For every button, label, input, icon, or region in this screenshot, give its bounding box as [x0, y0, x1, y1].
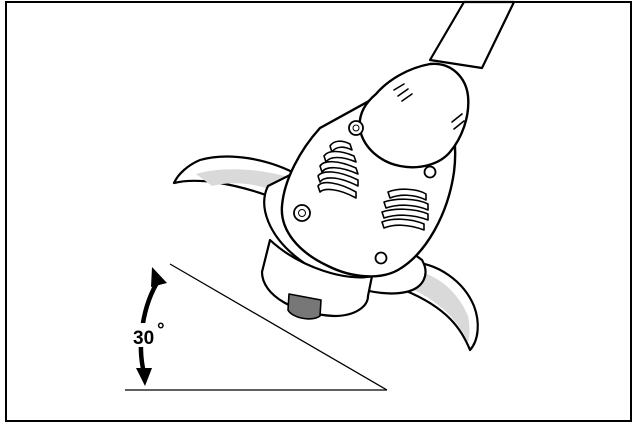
inclined-blade-line: [169, 263, 388, 391]
trimmer-shaft: [428, 0, 516, 70]
angle-reference-lines: [125, 263, 388, 391]
cap-grip-ridges: [393, 83, 465, 130]
housing-screw-2: [423, 165, 437, 179]
housing-vent-slots-left: [317, 140, 359, 199]
spool-bump-knob: [287, 293, 322, 320]
angle-value-label: 30: [133, 328, 154, 349]
housing-vent-slots-right: [381, 188, 429, 231]
string-trimmer-head-icon: [172, 0, 516, 352]
degree-symbol: °: [157, 320, 165, 341]
diagram-frame: [5, 1, 632, 422]
housing-screw-4: [374, 251, 388, 265]
